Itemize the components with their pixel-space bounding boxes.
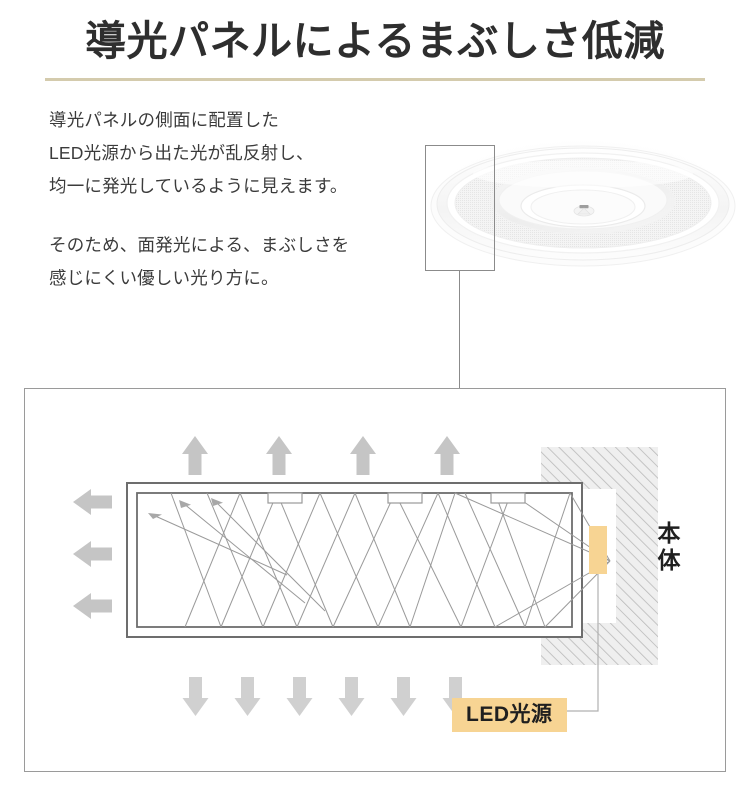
panel-notch	[387, 492, 423, 504]
intro-line: そのため、面発光による、まぶしさを	[49, 235, 350, 255]
down-arrow	[182, 677, 209, 716]
left-arrow	[73, 541, 112, 567]
down-arrow	[390, 677, 417, 716]
light-guide-panel	[136, 492, 573, 628]
page-title: 導光パネルによるまぶしさ低減	[85, 18, 665, 64]
panel-notch	[267, 492, 303, 504]
down-arrow	[338, 677, 365, 716]
intro-paragraph-2: そのため、面発光による、まぶしさを 感じにくい優しい光り方に。	[49, 229, 429, 295]
ray-arrowhead	[179, 500, 191, 508]
intro-line: 感じにくい優しい光り方に。	[49, 268, 279, 288]
up-arrow	[434, 436, 460, 475]
photo-callout-box	[425, 145, 495, 271]
photo-callout-leader-line	[459, 271, 460, 388]
intro-line: 導光パネルの側面に配置した	[49, 110, 280, 130]
diagram-frame	[24, 388, 726, 772]
leftward-light-arrows	[73, 489, 112, 619]
intro-paragraph-1: 導光パネルの側面に配置した LED光源から出た光が乱反射し、 均一に発光している…	[49, 104, 429, 203]
title-divider	[45, 78, 705, 81]
product-photo	[420, 134, 746, 274]
light-guide-panel-diagram	[73, 436, 658, 716]
left-arrow	[73, 593, 112, 619]
down-arrow	[286, 677, 313, 716]
upward-light-arrows	[182, 436, 460, 475]
intro-text-block: 導光パネルの側面に配置した LED光源から出た光が乱反射し、 均一に発光している…	[49, 104, 429, 295]
panel-notch	[490, 492, 526, 504]
housing-label-char: 体	[657, 547, 681, 573]
intro-line: LED光源から出た光が乱反射し、	[49, 143, 314, 163]
ray-arrowhead	[148, 513, 162, 519]
downward-light-arrows	[182, 677, 469, 716]
down-arrow	[234, 677, 261, 716]
led-source-block	[589, 526, 607, 574]
escaping-ray-arrowheads	[148, 498, 223, 519]
ceiling-light-illustration	[421, 136, 745, 272]
light-ray-paths	[170, 492, 611, 628]
up-arrow	[182, 436, 208, 475]
housing-label-char: 本	[657, 520, 681, 546]
led-source-badge: LED光源	[452, 698, 567, 733]
housing-hatched-shape	[541, 447, 658, 665]
intro-line: 均一に発光しているように見えます。	[49, 176, 348, 196]
left-arrow	[73, 489, 112, 515]
up-arrow	[350, 436, 376, 475]
up-arrow	[266, 436, 292, 475]
escaping-light-rays	[152, 500, 326, 612]
panel-top-notches	[267, 492, 526, 504]
ray-arrowhead	[211, 498, 223, 506]
housing-label: 本 体	[652, 520, 686, 574]
